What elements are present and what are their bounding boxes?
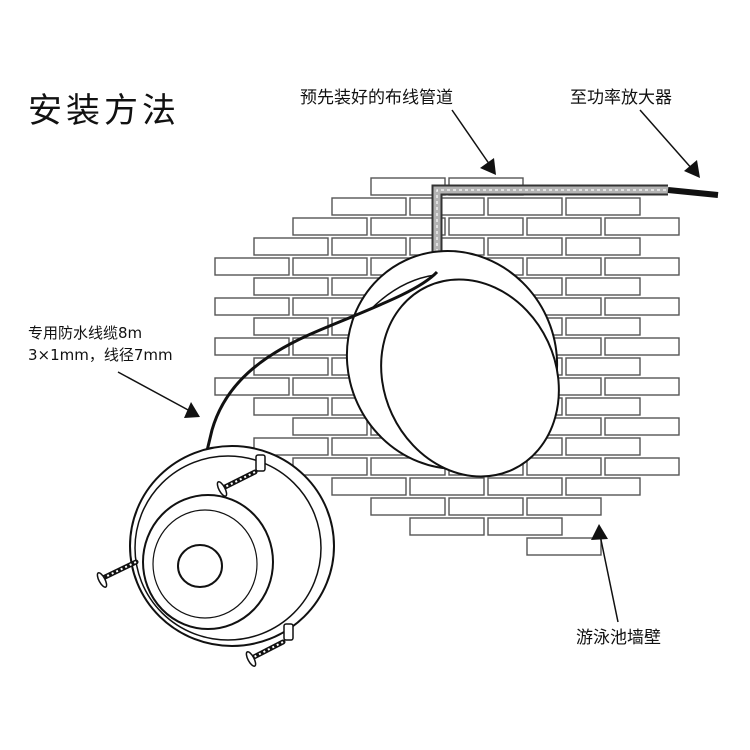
brick <box>448 497 524 516</box>
callout-cable <box>117 371 200 418</box>
brick <box>292 217 368 236</box>
brick <box>604 417 680 436</box>
brick <box>409 477 485 496</box>
callout-conduit <box>451 109 496 175</box>
brick <box>487 477 563 496</box>
brick <box>565 317 641 336</box>
brick <box>214 337 290 356</box>
diagram-title: 安装方法 <box>28 91 180 131</box>
brick <box>214 257 290 276</box>
brick <box>253 397 329 416</box>
brick <box>604 457 680 476</box>
brick <box>487 517 563 536</box>
wall-mounted-speaker <box>345 250 560 478</box>
brick <box>526 257 602 276</box>
brick <box>604 217 680 236</box>
brick <box>526 537 602 556</box>
label-preinstalled-conduit: 预先装好的布线管道 <box>300 88 453 108</box>
label-cable-spec: 3×1mm，线径7mm <box>28 346 173 364</box>
brick <box>331 197 407 216</box>
brick <box>565 197 641 216</box>
screw-icon <box>245 639 286 667</box>
label-pool-wall: 游泳池墙壁 <box>576 628 661 648</box>
brick <box>565 357 641 376</box>
label-waterproof-cable: 专用防水线缆8m <box>28 324 142 342</box>
brick <box>292 457 368 476</box>
brick <box>604 337 680 356</box>
callout-amplifier <box>639 109 700 178</box>
brick <box>331 237 407 256</box>
callout-wall <box>591 524 619 623</box>
brick <box>409 517 485 536</box>
brick <box>409 197 485 216</box>
brick <box>253 277 329 296</box>
screw-icon <box>216 469 258 497</box>
brick <box>331 477 407 496</box>
brick <box>565 397 641 416</box>
brick <box>448 217 524 236</box>
brick <box>565 437 641 456</box>
brick <box>526 497 602 516</box>
brick <box>565 237 641 256</box>
brick <box>565 277 641 296</box>
speaker-front <box>129 445 335 647</box>
brick <box>253 237 329 256</box>
brick <box>253 437 329 456</box>
brick <box>292 417 368 436</box>
waterproof-cable <box>204 270 439 456</box>
brick <box>370 217 446 236</box>
brick <box>214 297 290 316</box>
brick <box>565 477 641 496</box>
brick <box>214 377 290 396</box>
brick <box>292 257 368 276</box>
brick <box>370 497 446 516</box>
brick <box>526 457 602 476</box>
brick <box>526 217 602 236</box>
screw-icon <box>96 559 139 588</box>
brick <box>487 237 563 256</box>
brick <box>487 197 563 216</box>
brick <box>604 297 680 316</box>
brick <box>604 257 680 276</box>
amplifier-cable <box>667 187 719 198</box>
conduit <box>431 184 668 270</box>
brick <box>604 377 680 396</box>
label-to-amplifier: 至功率放大器 <box>570 88 672 108</box>
